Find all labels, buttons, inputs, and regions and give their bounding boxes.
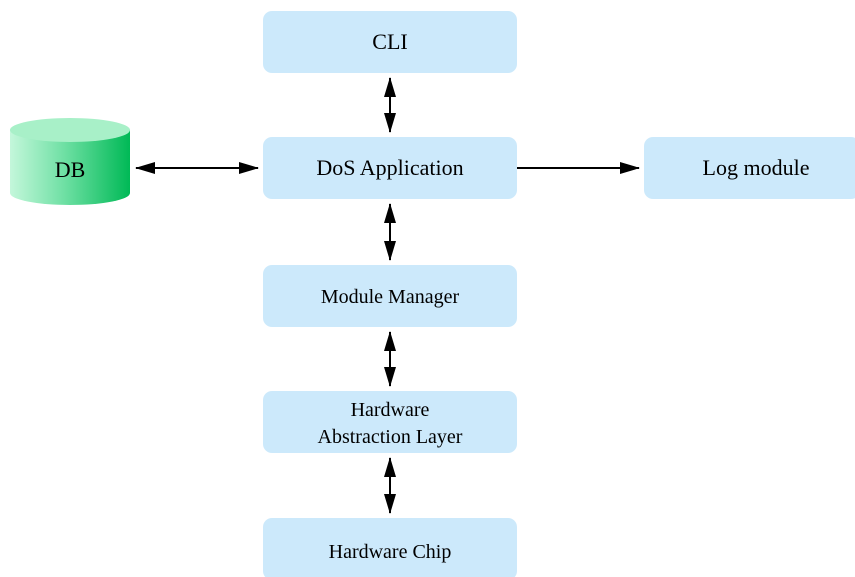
node-module-manager-label: Module Manager xyxy=(321,286,460,308)
node-hal-label-line1: Hardware xyxy=(351,399,430,421)
node-log-module-label: Log module xyxy=(703,155,810,180)
node-hardware-chip: Hardware Chip xyxy=(263,518,517,577)
node-hal-label-line2: Abstraction Layer xyxy=(318,426,463,448)
node-db-label: DB xyxy=(55,157,86,182)
node-dos-application-label: DoS Application xyxy=(316,155,463,180)
node-log-module: Log module xyxy=(644,137,855,199)
node-hardware-chip-label: Hardware Chip xyxy=(329,541,452,563)
node-cli: CLI xyxy=(263,11,517,73)
node-hardware-abstraction-layer: Hardware Abstraction Layer xyxy=(263,391,517,453)
node-dos-application: DoS Application xyxy=(263,137,517,199)
node-module-manager: Module Manager xyxy=(263,265,517,327)
node-db-cylinder: DB xyxy=(10,118,130,205)
node-cli-label: CLI xyxy=(372,29,407,54)
